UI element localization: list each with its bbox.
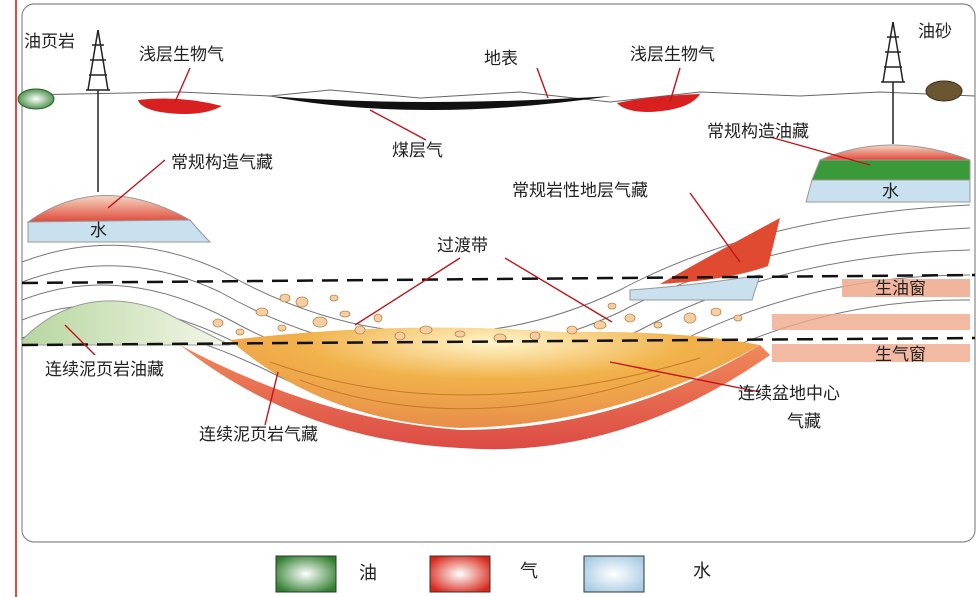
legend-gas-label: 气 [520, 563, 538, 581]
label-conv-struct-gas: 常规构造气藏 [171, 155, 273, 172]
label-oil-shale: 油页岩 [24, 34, 75, 51]
derrick-left [86, 30, 110, 192]
oil-shale-deposit [18, 89, 54, 109]
label-oil-window: 生油窗 [875, 281, 926, 298]
legend-oil-swatch [276, 556, 336, 592]
oil-sand-deposit [926, 81, 962, 101]
shale-oil-body [22, 301, 230, 345]
label-surface: 地表 [484, 51, 518, 68]
label-gas-window: 生气窗 [875, 347, 926, 364]
label-conv-litho-gas: 常规岩性地层气藏 [512, 183, 648, 200]
label-conv-struct-oil: 常规构造油藏 [707, 124, 809, 141]
label-shallow-biogas-left: 浅层生物气 [139, 47, 224, 64]
label-shallow-biogas-right: 浅层生物气 [630, 47, 715, 64]
label-oil-sand: 油砂 [918, 24, 952, 41]
legend-water-swatch [584, 556, 644, 592]
left-water-layer [28, 220, 210, 242]
label-cont-basin-gas-2: 气藏 [787, 414, 821, 431]
litho-gas-wedge [660, 218, 780, 284]
label-water-right: 水 [882, 184, 899, 201]
label-water-left: 水 [90, 223, 107, 240]
label-cont-basin-gas-1: 连续盆地中心 [738, 386, 840, 403]
legend-oil-label: 油 [359, 565, 377, 583]
shallow-biogas-left-lens [138, 98, 222, 114]
right-oil-layer [812, 160, 970, 180]
legend-water-label: 水 [693, 563, 711, 581]
gas-window-band [772, 344, 970, 362]
left-gas-dome [28, 195, 190, 222]
label-cont-shale-oil: 连续泥页岩油藏 [45, 362, 164, 379]
label-coalbed-gas: 煤层气 [392, 143, 443, 160]
label-transition-zone: 过渡带 [437, 238, 488, 255]
legend-gas-swatch [430, 556, 490, 592]
coalbed-seam [268, 96, 612, 110]
derrick-right [881, 22, 905, 144]
label-cont-shale-gas: 连续泥页岩气藏 [199, 427, 318, 444]
